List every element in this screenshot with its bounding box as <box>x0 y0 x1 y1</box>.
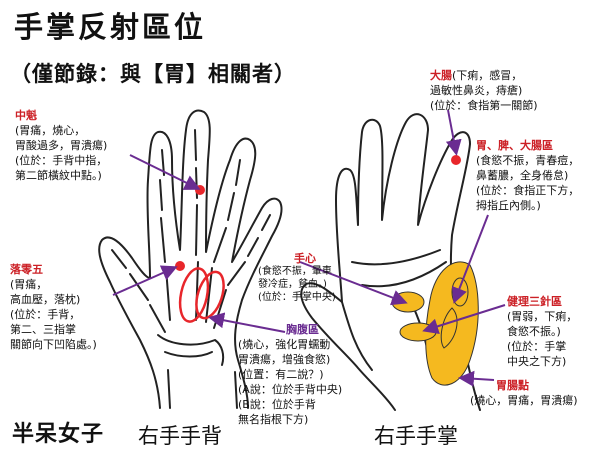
label-weipi-line: 拇指丘內側。) <box>476 199 541 212</box>
label-dachang-line: 過敏性鼻炎，痔瘡) <box>430 84 523 97</box>
label-jianjian-line: (胃弱，下痢， <box>507 310 578 323</box>
label-shouxin-name: 手心 <box>294 252 316 265</box>
label-xiongfu-line: 無名指根下方) <box>238 413 309 426</box>
label-xiongfu-line: 胃潰瘍，增強食慾) <box>238 353 331 366</box>
brand-logo: 半呆女子 <box>12 422 105 447</box>
label-zhongkui-line: (位於：手背中指， <box>15 154 108 167</box>
label-dachang: 大腸(下痢，感冒， 過敏性鼻炎，痔瘡) (位於：食指第一關節) <box>430 68 538 113</box>
red-markers <box>175 155 461 323</box>
label-jianjian-line: (位於：手掌 <box>507 340 567 353</box>
caption-hand-back: 右手手背 <box>138 424 222 448</box>
page-subtitle: （僅節錄：與【胃】相關者） <box>10 61 296 86</box>
hand-back-drawing <box>98 109 283 409</box>
label-shouxin-line: 發冷症，貧血。) <box>258 279 327 290</box>
label-zhongkui-name: 中魁 <box>15 109 37 122</box>
label-shouxin-line: (食慾不振，暈車 <box>258 266 332 277</box>
label-jianjian: 健理三針區 (胃弱，下痢， 食慾不振。) (位於：手掌 中央之下方) <box>507 294 577 369</box>
label-luolingwu-line: 第二、三指掌 <box>10 323 76 336</box>
label-weipi-line: (食慾不振，青春痘， <box>476 154 580 167</box>
label-weichang-name: 胃腸點 <box>496 379 529 392</box>
page-title: 手掌反射區位 <box>14 10 207 44</box>
label-weipi: 胃、脾、大腸區 (食慾不振，青春痘， 鼻蓄膿，全身倦怠) (位於：食指正下方， … <box>476 138 579 213</box>
label-xiongfu: 胸腹區 (燒心，強化胃蠕動 胃潰瘍，增強食慾) (位置：有二說？) (A說：位於… <box>238 322 342 427</box>
pointer-arrows <box>112 109 506 387</box>
label-xiongfu-name: 胸腹區 <box>286 323 319 336</box>
label-luolingwu-line: (位於：手背， <box>10 308 81 321</box>
label-shouxin: 手心 (食慾不振，暈車 發冷症，貧血。) (位於：手掌中央) <box>258 252 336 304</box>
label-luolingwu-line: (胃痛， <box>10 278 48 291</box>
label-zhongkui-line: 胃酸過多，胃潰瘍) <box>15 139 108 152</box>
label-xiongfu-line: (燒心，強化胃蠕動 <box>238 338 331 351</box>
label-jianjian-line: 食慾不振。) <box>507 325 561 338</box>
label-luolingwu-line: 高血壓，落枕) <box>10 293 81 306</box>
label-weipi-name: 胃、脾、大腸區 <box>476 139 553 152</box>
label-luolingwu-name: 落零五 <box>10 263 43 276</box>
label-zhongkui: 中魁 (胃痛，燒心， 胃酸過多，胃潰瘍) (位於：手背中指， 第二節橫紋中點。) <box>15 108 107 183</box>
label-dachang-line: (位於：食指第一關節) <box>430 99 538 112</box>
label-xiongfu-line: (B說：位於手背 <box>238 398 316 411</box>
label-xiongfu-line: (位置：有二說？) <box>238 368 324 381</box>
label-weichang: 胃腸點 (燒心，胃痛，胃潰瘍) <box>470 378 578 408</box>
label-luolingwu: 落零五 (胃痛， 高血壓，落枕) (位於：手背， 第二、三指掌 關節向下凹陷處。… <box>10 262 97 352</box>
label-weipi-line: 鼻蓄膿，全身倦怠) <box>476 169 569 182</box>
label-shouxin-line: (位於：手掌中央) <box>258 292 336 303</box>
label-dachang-line: (下痢，感冒， <box>452 69 523 82</box>
label-xiongfu-line: (A說：位於手背中央) <box>238 383 343 396</box>
label-jianjian-name: 健理三針區 <box>507 295 562 308</box>
label-weichang-line: (燒心，胃痛，胃潰瘍) <box>470 394 578 407</box>
label-dachang-name: 大腸 <box>430 69 452 82</box>
caption-hand-palm: 右手手掌 <box>374 424 458 448</box>
label-weipi-line: (位於：食指正下方， <box>476 184 580 197</box>
label-zhongkui-line: (胃痛，燒心， <box>15 124 86 137</box>
label-jianjian-line: 中央之下方) <box>507 355 567 368</box>
palm-zones <box>391 261 479 386</box>
label-zhongkui-line: 第二節橫紋中點。) <box>15 169 102 182</box>
label-luolingwu-line: 關節向下凹陷處。) <box>10 338 97 351</box>
